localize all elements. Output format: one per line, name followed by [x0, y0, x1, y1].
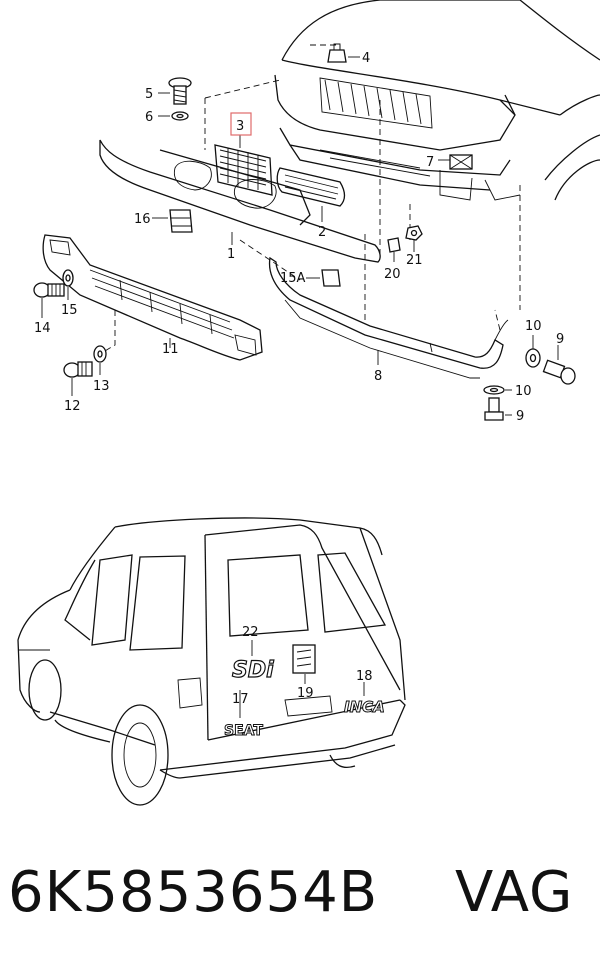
part-20-clip: [387, 237, 401, 262]
caption: 6K5853654B VAG: [0, 850, 600, 960]
part-10-washer-b: [483, 385, 512, 395]
upper-grille-slots: [319, 77, 433, 129]
part-9-bolt-b: [484, 397, 512, 421]
callout-11: 11: [162, 342, 179, 357]
callout-9a: 9: [556, 332, 564, 347]
part-7-label: [438, 154, 473, 170]
callout-12: 12: [64, 399, 81, 414]
front-wheel-left: [28, 659, 62, 721]
part-16-clip: [152, 209, 193, 233]
part-12-bolt: [63, 361, 93, 396]
callout-18: 18: [356, 669, 373, 684]
callout-3-highlight-box: [230, 112, 252, 136]
rear-wheel-left: [111, 704, 169, 806]
callout-15: 15: [61, 303, 78, 318]
part-11-bumper-carrier: [42, 234, 263, 361]
part-18-inca-lettering: INCA: [344, 682, 385, 717]
part-number-text: 6K5853654B: [8, 860, 379, 925]
part-21-nut: [405, 225, 423, 252]
part-13-washer: [93, 345, 107, 375]
part-4-clip: [327, 43, 360, 63]
callout-8: 8: [374, 369, 382, 384]
part-10-washer-a: [525, 335, 541, 368]
part-22-sdi-badge: SDi: [231, 640, 275, 684]
callout-17: 17: [232, 692, 249, 707]
callout-7: 7: [426, 155, 434, 170]
part-8-lower-spoiler: [268, 256, 509, 379]
seat-lettering-text: SEAT: [224, 723, 263, 739]
inca-lettering-text: INCA: [344, 698, 385, 716]
part-6-washer: [158, 111, 189, 121]
part-14-bolt: [33, 282, 65, 318]
diagram-svg: SDi SEAT INCA 3 1 2 4 5 6 7 8 9 9 10 10 …: [17, 0, 600, 806]
callout-3: 3: [236, 119, 244, 134]
callout-20: 20: [384, 267, 401, 282]
callout-14: 14: [34, 321, 51, 336]
callout-22: 22: [242, 625, 259, 640]
callout-10a: 10: [525, 319, 542, 334]
callout-15a: 15A: [280, 271, 306, 286]
part-19-seat-logo: [292, 644, 316, 684]
maker-text: VAG: [455, 860, 574, 925]
part-15-washer: [62, 269, 74, 300]
callout-5: 5: [145, 87, 153, 102]
callouts: 3 1 2 4 5 6 7 8 9 9 10 10 11 12 13 14 15…: [34, 51, 564, 707]
vehicle-front-outline: [274, 0, 600, 201]
callout-21: 21: [406, 253, 423, 268]
callout-13: 13: [93, 379, 110, 394]
callout-4: 4: [362, 51, 370, 66]
vehicle-rear-outline: [17, 517, 406, 806]
callout-6: 6: [145, 110, 153, 125]
part-2-side-grille: [276, 167, 346, 222]
part-9-bolt-a: [542, 345, 576, 385]
callout-9b: 9: [516, 409, 524, 424]
callout-19: 19: [297, 686, 314, 701]
callout-1: 1: [227, 247, 235, 262]
part-15a-clip: [306, 269, 341, 287]
part-1-grille-frame: [99, 139, 381, 263]
part-17-seat-lettering: SEAT: [224, 690, 264, 740]
callout-16: 16: [134, 212, 151, 227]
sdi-badge-text: SDi: [232, 658, 274, 683]
callout-10b: 10: [515, 384, 532, 399]
part-3-grille-insert: [214, 135, 273, 196]
callout-2: 2: [318, 225, 326, 240]
part-5-bolt: [158, 77, 192, 105]
